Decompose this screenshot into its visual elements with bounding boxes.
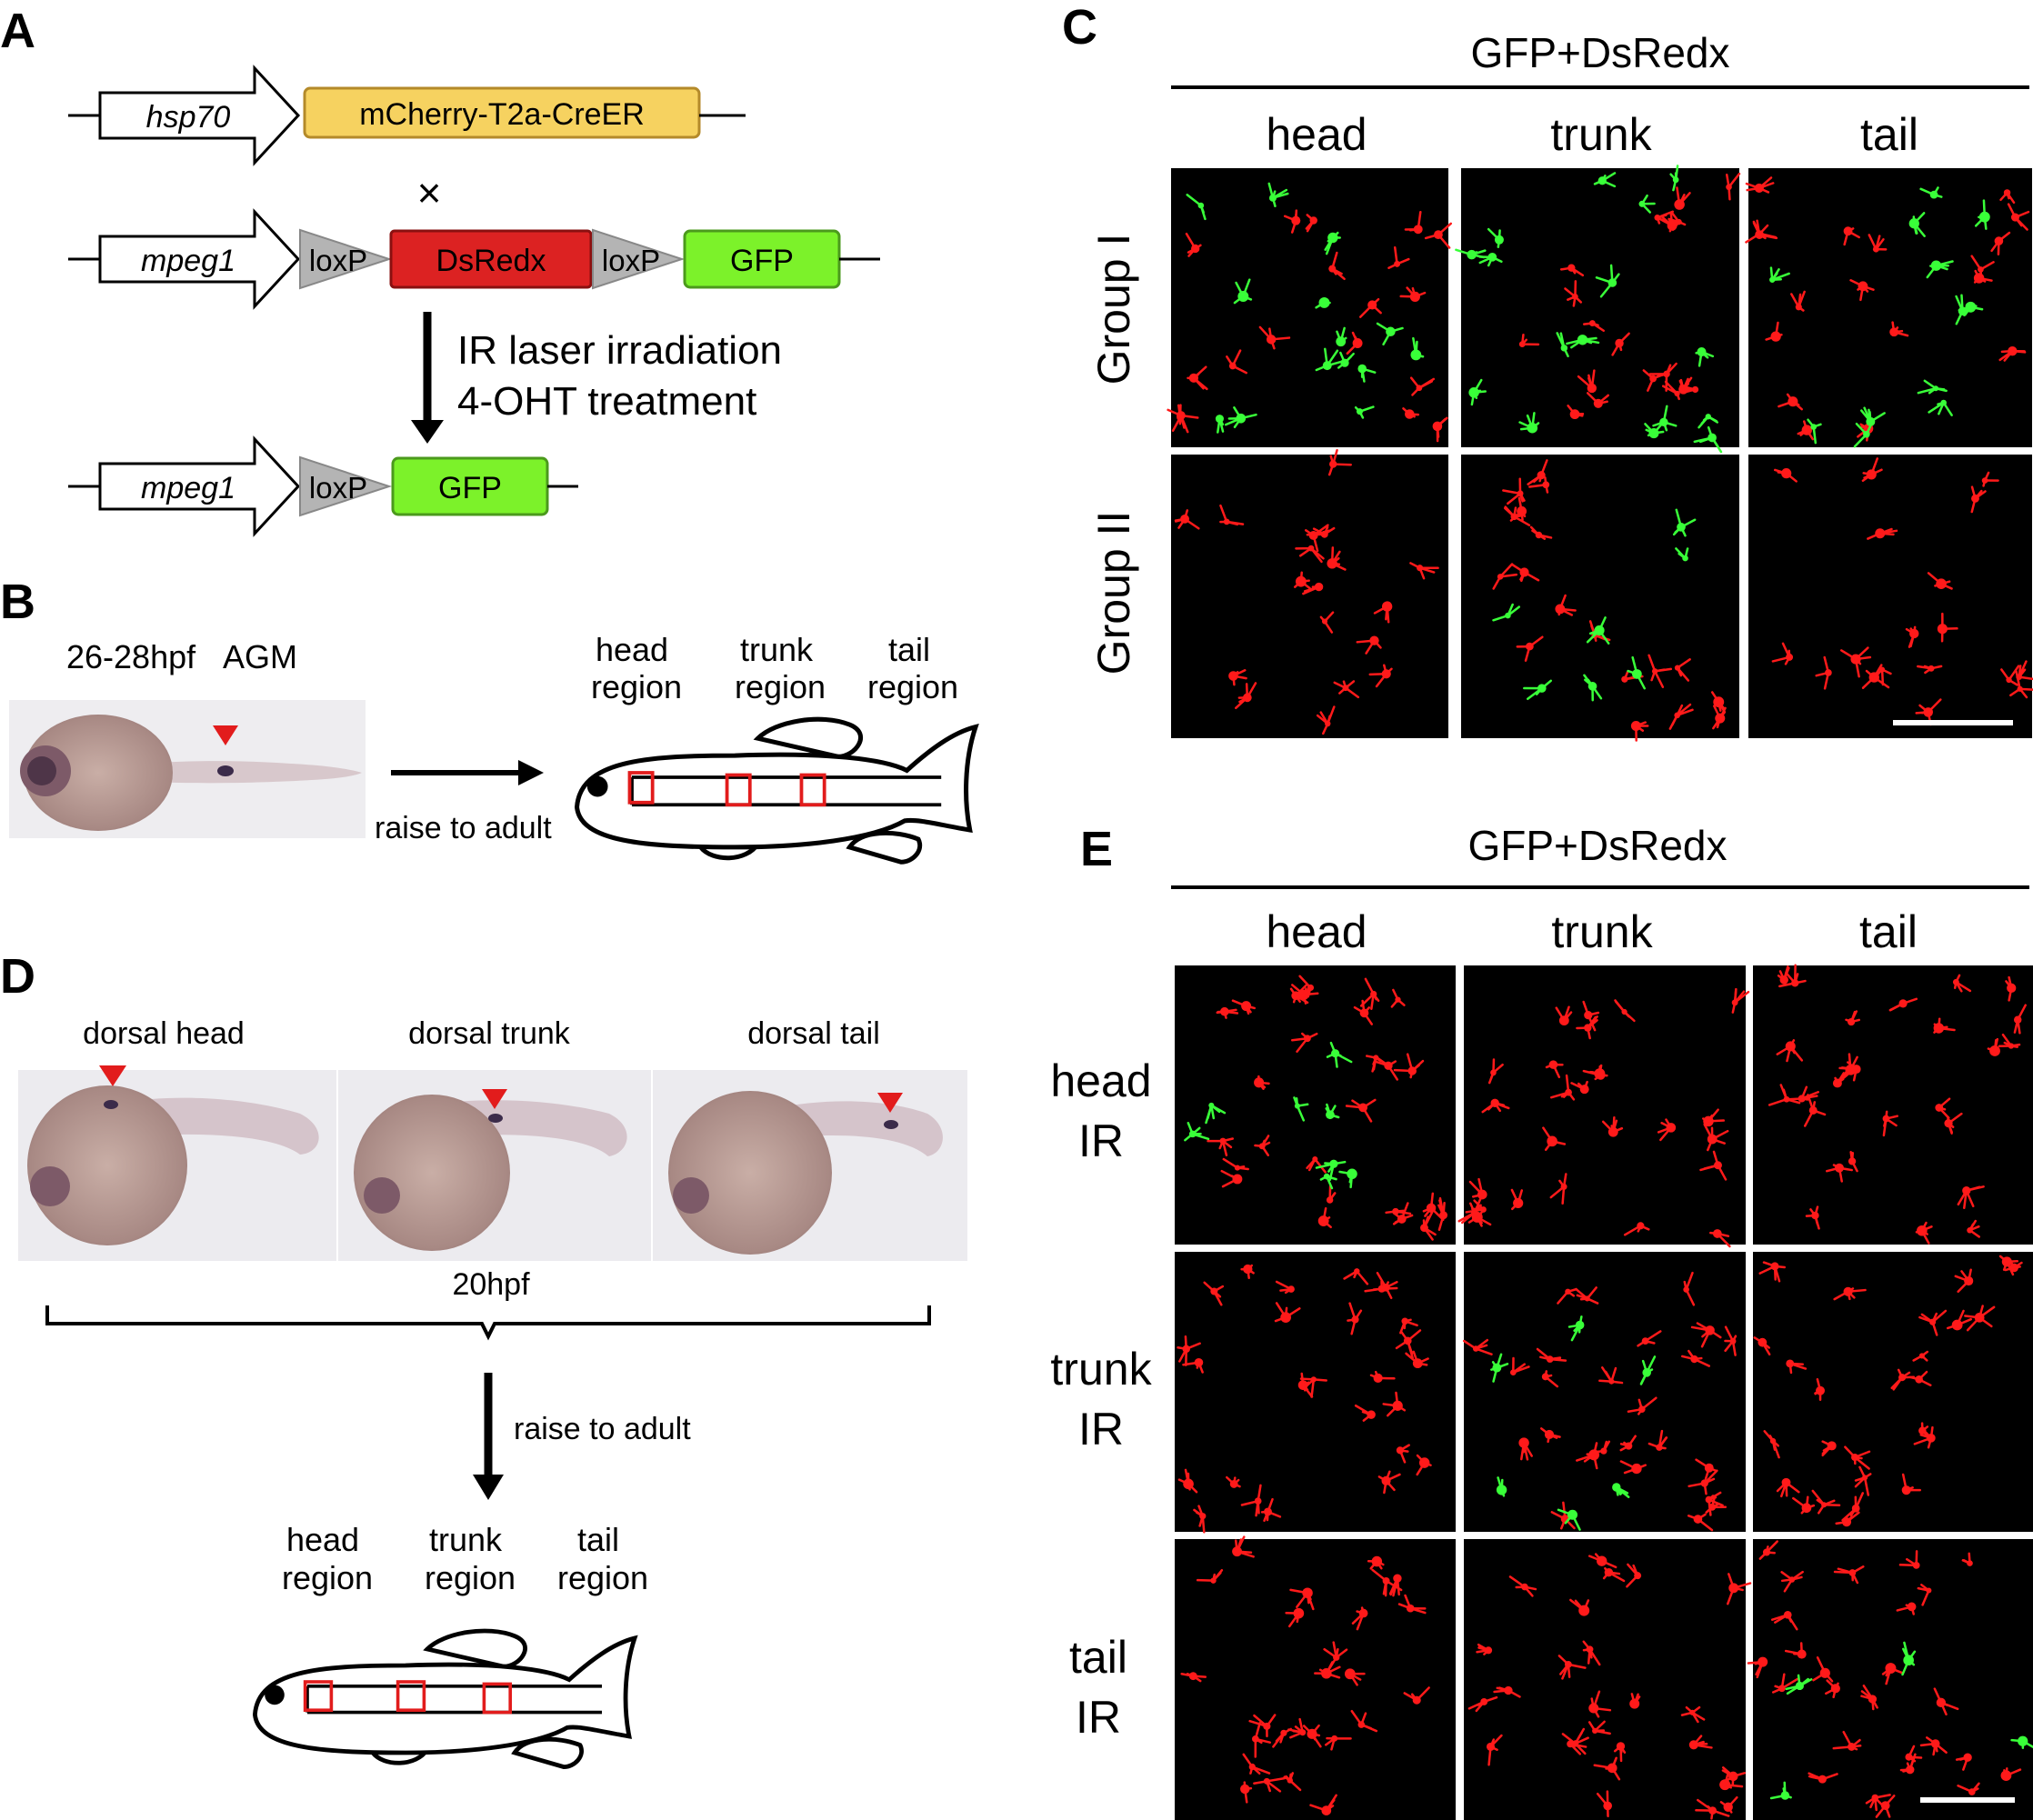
e-col-tail: tail	[1859, 906, 1918, 957]
loxp-triangle	[299, 228, 393, 290]
b-embryo-photo	[9, 700, 366, 838]
d-trunk-label-1: trunk	[429, 1521, 503, 1558]
micrograph-tile	[1753, 964, 2033, 1245]
d-embryo-3	[668, 1091, 943, 1255]
d-fish-diagram	[252, 1628, 638, 1770]
micrograph-tile	[1461, 455, 1739, 742]
e-row-tail-2: IR	[1076, 1692, 1121, 1743]
b-tail-label-2: region	[867, 668, 958, 705]
c-col-trunk: trunk	[1550, 109, 1652, 160]
micrograph-tile	[1462, 1252, 1746, 1532]
promoter-arrow	[98, 65, 301, 166]
micrograph-tile	[1167, 168, 1452, 447]
e-row-head-1: head	[1050, 1055, 1151, 1106]
micrograph-tile	[1175, 1252, 1456, 1534]
mcherry-box	[303, 86, 701, 139]
gfp-label: GFP	[438, 471, 502, 505]
c-row-group1: Group I	[1088, 234, 1139, 385]
b-fish-diagram	[574, 716, 979, 865]
d-trunk-label-2: region	[425, 1559, 516, 1596]
d-embryo-2	[354, 1095, 627, 1251]
e-title: GFP+DsRedx	[1467, 822, 1727, 869]
c-col-tail: tail	[1860, 109, 1918, 160]
e-row-tail-1: tail	[1069, 1632, 1127, 1683]
c-row-group2: Group II	[1088, 511, 1139, 675]
b-stage-label: 26-28hpf	[66, 638, 196, 675]
micrograph-tile	[1745, 168, 2032, 448]
d-stage-label: 20hpf	[452, 1267, 530, 1302]
e-col-trunk: trunk	[1551, 906, 1653, 957]
micrograph-tile	[1455, 165, 1741, 454]
c-col-head: head	[1266, 109, 1367, 160]
e-row-head-2: IR	[1078, 1115, 1124, 1166]
d-raise-label: raise to adult	[514, 1412, 691, 1446]
d-label-tail: dorsal tail	[747, 1016, 880, 1051]
micrograph-tile	[1171, 448, 1448, 738]
b-head-label-1: head	[596, 631, 668, 668]
loxp-triangle	[592, 228, 686, 290]
dsredx-box	[389, 229, 593, 289]
micrograph-tile	[1175, 965, 1456, 1245]
treatment-line1: IR laser irradiation	[457, 328, 782, 373]
loxp-triangle	[299, 455, 393, 517]
b-trunk-label-2: region	[735, 668, 826, 705]
panel-letter-d: D	[0, 949, 35, 1004]
d-head-label-1: head	[286, 1521, 359, 1558]
b-agm-label: AGM	[223, 638, 297, 675]
loxp-label: loxP	[309, 244, 367, 277]
d-head-label-2: region	[282, 1559, 373, 1596]
e-image-grid	[1175, 964, 2033, 1820]
micrograph-tile	[1748, 455, 2033, 738]
panel-letter-a: A	[0, 4, 35, 58]
construct-mpeg1-switch: mpeg1 loxP DsRedx loxP GFP	[68, 208, 880, 310]
micrograph-tile	[1747, 1539, 2033, 1820]
d-embryo-photos	[18, 1070, 967, 1261]
treatment-line2: 4-OHT treatment	[457, 379, 756, 424]
d-tail-label-2: region	[557, 1559, 648, 1596]
c-image-grid	[1167, 165, 2033, 742]
d-tail-label-1: tail	[577, 1521, 619, 1558]
e-row-trunk-1: trunk	[1050, 1344, 1152, 1395]
d-marker-head	[99, 1065, 126, 1086]
dsredx-label: DsRedx	[436, 244, 546, 278]
b-agm-marker	[213, 725, 238, 745]
e-row-trunk-2: IR	[1078, 1404, 1124, 1455]
promoter-mpeg1-label: mpeg1	[141, 471, 235, 505]
e-col-head: head	[1266, 906, 1367, 957]
promoter-mpeg1-label: mpeg1	[141, 244, 235, 278]
micrograph-tile	[1753, 1252, 2033, 1532]
d-label-trunk: dorsal trunk	[408, 1016, 571, 1051]
micrograph-tile	[1464, 1539, 1752, 1820]
d-raise-arrowhead	[473, 1475, 504, 1500]
b-head-label-2: region	[591, 668, 682, 705]
d-label-head: dorsal head	[83, 1016, 245, 1051]
c-title: GFP+DsRedx	[1470, 29, 1729, 76]
gfp-label: GFP	[730, 244, 794, 278]
treatment-arrowhead	[411, 420, 444, 444]
construct-mpeg1-gfp: mpeg1 loxP GFP	[68, 435, 578, 537]
loxp-label: loxP	[602, 244, 660, 277]
panel-letter-b: B	[0, 575, 35, 629]
mcherry-label: mCherry-T2a-CreER	[359, 97, 645, 132]
loxp-label: loxP	[309, 471, 367, 505]
micrograph-tile	[1457, 965, 1750, 1248]
cross-symbol: ×	[417, 169, 442, 216]
panel-letter-e: E	[1080, 822, 1113, 876]
b-raise-arrowhead	[518, 760, 544, 785]
b-tail-label-1: tail	[888, 631, 930, 668]
promoter-arrow	[98, 435, 301, 537]
panel-letter-c: C	[1062, 0, 1097, 55]
promoter-hsp70-label: hsp70	[146, 100, 231, 135]
d-marker-tail	[877, 1093, 903, 1113]
micrograph-tile	[1175, 1535, 1456, 1820]
d-bracket	[45, 1305, 931, 1341]
construct-hsp70: hsp70 mCherry-T2a-CreER	[68, 65, 746, 166]
promoter-arrow	[98, 208, 301, 310]
d-marker-trunk	[482, 1089, 507, 1109]
b-trunk-label-1: trunk	[740, 631, 814, 668]
d-embryo-1	[27, 1085, 319, 1245]
b-raise-label: raise to adult	[375, 811, 552, 845]
